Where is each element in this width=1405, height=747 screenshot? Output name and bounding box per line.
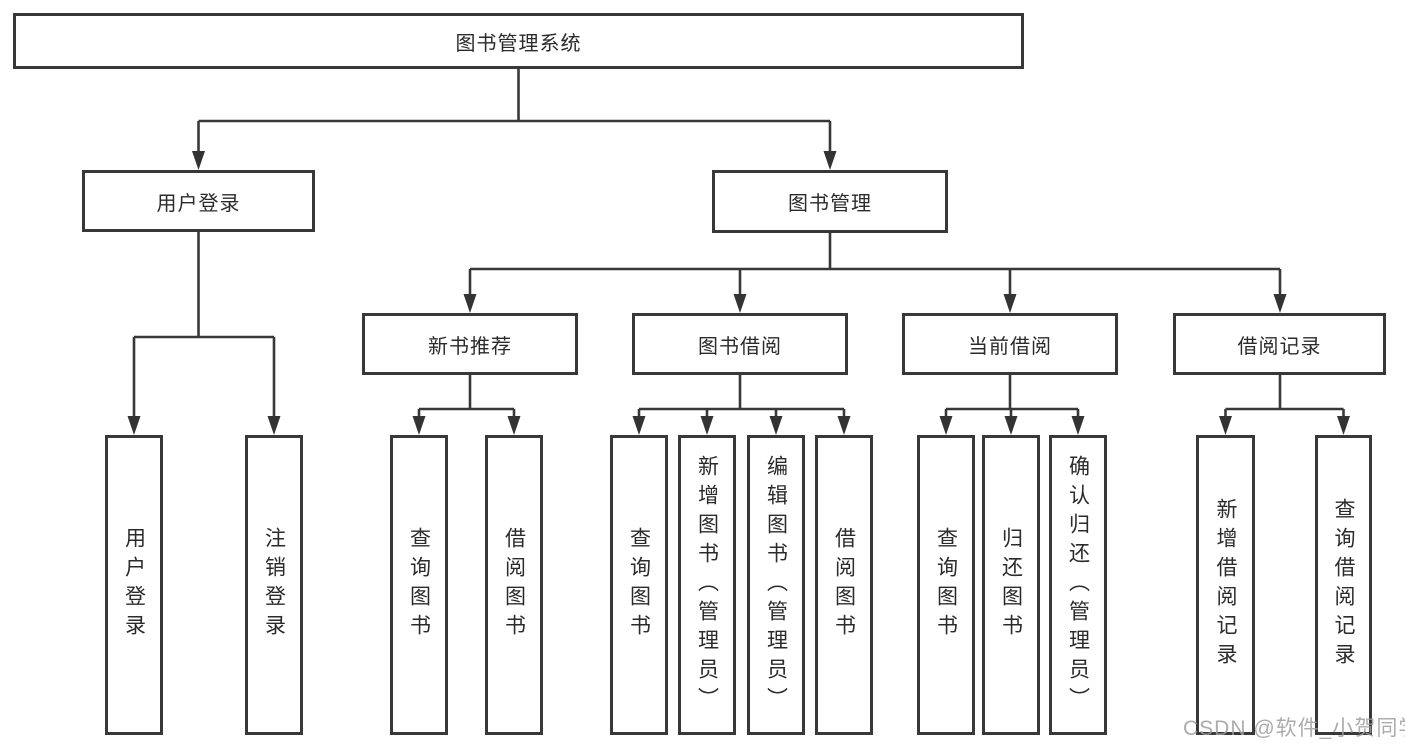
node-borrowing-records: 借阅记录 <box>1173 313 1386 375</box>
node-label: 图书管理系统 <box>455 32 582 55</box>
node-label: 新书推荐 <box>428 335 512 358</box>
leaf-edit-books-admin: 编辑图书（管理员） <box>747 435 805 735</box>
arrowhead-icon <box>1219 416 1232 435</box>
node-label: 用户登录 <box>156 192 241 215</box>
leaf-query-borrow-record: 查询借阅记录 <box>1315 435 1372 735</box>
node-root-system: 图书管理系统 <box>13 13 1024 69</box>
arrowhead-icon <box>733 294 747 313</box>
leaf-query-books-borrow: 查询图书 <box>610 435 668 735</box>
arrowhead-icon <box>127 416 141 435</box>
arrowhead-icon <box>412 416 426 435</box>
arrowhead-icon <box>1003 294 1017 313</box>
node-label: 注销登录 <box>262 527 286 643</box>
node-label: 归还图书 <box>999 527 1023 643</box>
node-label: 借阅记录 <box>1237 335 1322 358</box>
leaf-query-books-current: 查询图书 <box>917 435 975 735</box>
leaf-borrow-books: 借阅图书 <box>815 435 873 735</box>
leaf-logout: 注销登录 <box>245 435 303 735</box>
node-new-book-recommend: 新书推荐 <box>362 313 578 375</box>
leaf-add-books-admin: 新增图书（管理员） <box>678 435 736 735</box>
leaf-borrow-books-recommend: 借阅图书 <box>485 435 543 735</box>
node-label: 图书管理 <box>788 193 872 215</box>
node-label: 当前借阅 <box>968 335 1052 358</box>
arrowhead-icon <box>1071 416 1085 435</box>
node-label: 查询借阅记录 <box>1332 498 1355 672</box>
node-current-borrowing: 当前借阅 <box>902 313 1118 375</box>
arrowhead-icon <box>463 294 477 313</box>
arrowhead-icon <box>507 416 521 435</box>
node-label: 借阅图书 <box>502 527 526 643</box>
arrowhead-icon <box>267 416 281 435</box>
node-label: 新增图书（管理员） <box>695 454 719 716</box>
arrowhead-icon <box>837 416 851 435</box>
node-label: 确认归还（管理员） <box>1066 454 1090 716</box>
arrowhead-icon <box>192 151 205 170</box>
arrowhead-icon <box>1004 416 1018 435</box>
arrowhead-icon <box>700 416 714 435</box>
node-label: 图书借阅 <box>698 335 782 358</box>
leaf-query-books-recommend: 查询图书 <box>390 435 448 735</box>
arrowhead-icon <box>769 416 783 435</box>
leaf-add-borrow-record: 新增借阅记录 <box>1196 435 1255 735</box>
node-label: 编辑图书（管理员） <box>764 454 788 716</box>
node-label: 查询图书 <box>934 527 958 643</box>
leaf-confirm-return-admin: 确认归还（管理员） <box>1049 435 1107 735</box>
node-label: 借阅图书 <box>832 527 856 643</box>
node-user-login: 用户登录 <box>82 170 315 232</box>
node-label: 用户登录 <box>122 527 146 643</box>
arrowhead-icon <box>823 151 837 170</box>
leaf-user-login: 用户登录 <box>105 435 163 735</box>
node-book-management: 图书管理 <box>712 170 948 233</box>
node-label: 新增借阅记录 <box>1214 498 1237 672</box>
node-book-borrowing: 图书借阅 <box>632 313 848 375</box>
csdn-watermark: CSDN @软件_小贺同学 <box>1183 717 1405 740</box>
arrowhead-icon <box>939 416 953 435</box>
node-label: 查询图书 <box>407 527 431 643</box>
arrowhead-icon <box>1273 294 1287 313</box>
arrowhead-icon <box>632 416 646 435</box>
leaf-return-books: 归还图书 <box>982 435 1040 735</box>
node-label: 查询图书 <box>627 527 651 643</box>
arrowhead-icon <box>1337 416 1350 435</box>
